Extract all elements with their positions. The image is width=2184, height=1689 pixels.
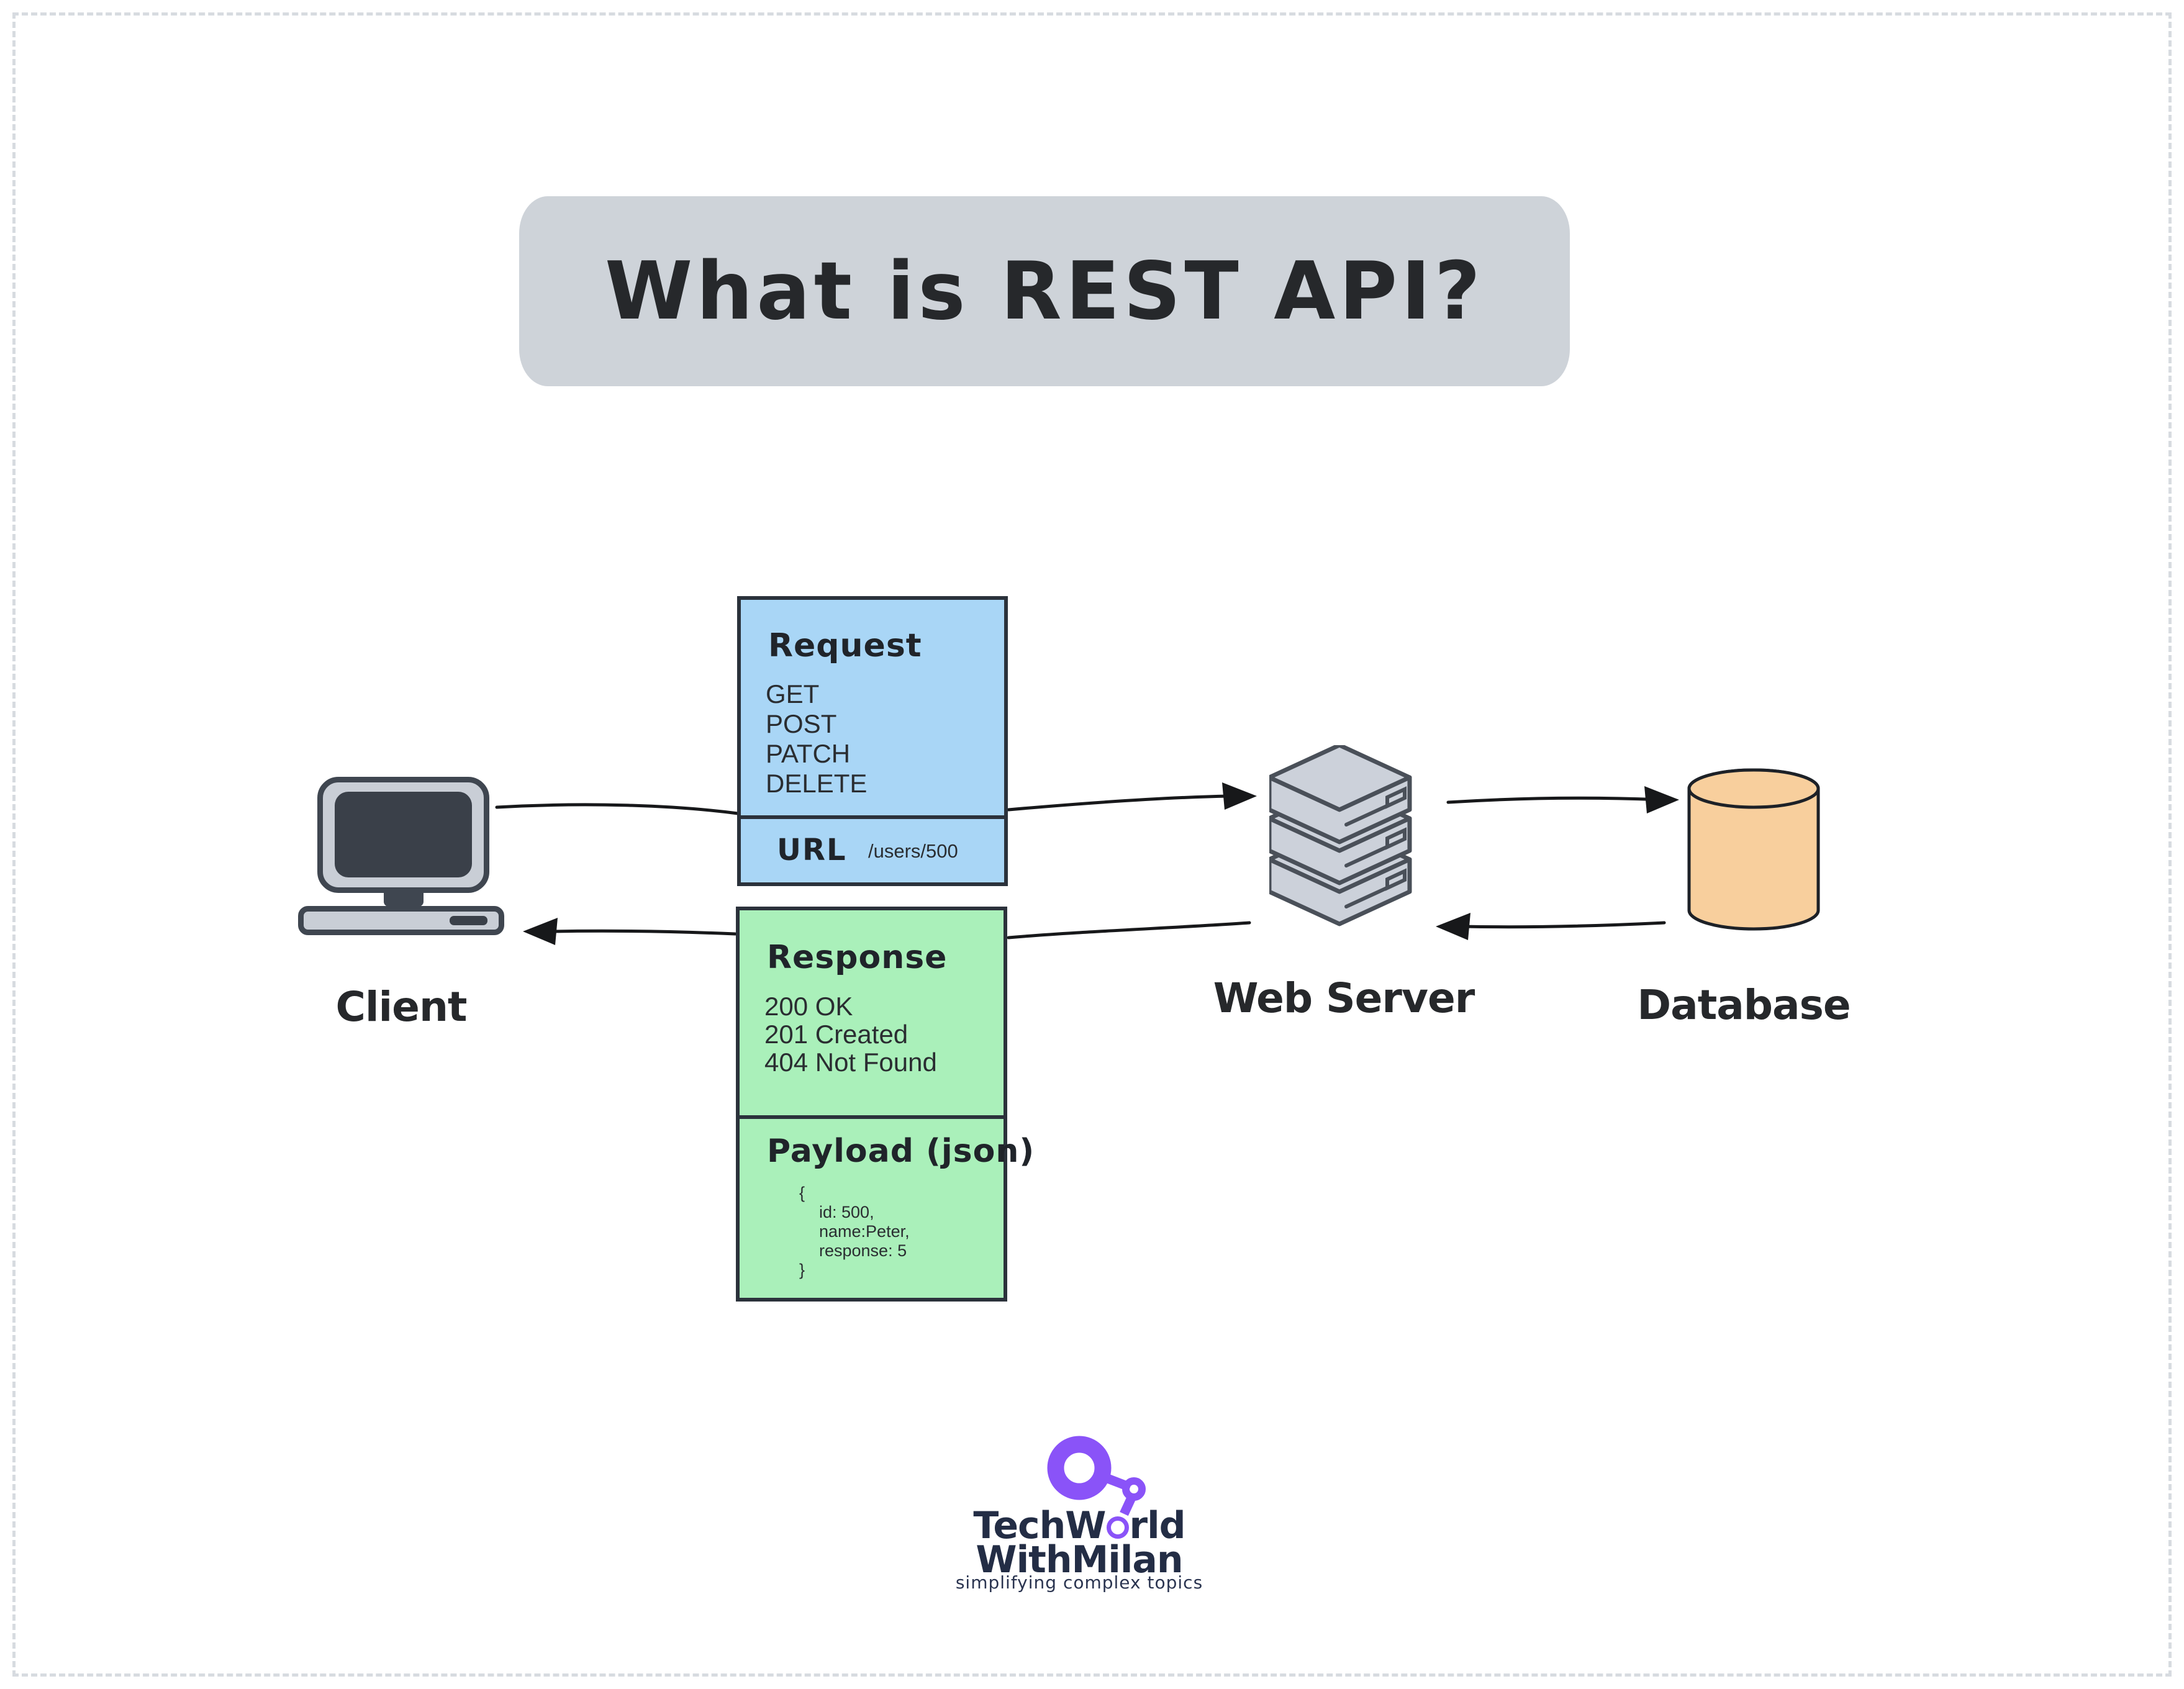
arrow-server-to-response xyxy=(1007,921,1251,940)
page-title: What is REST API? xyxy=(605,245,1484,338)
request-box-title: Request xyxy=(768,627,922,664)
status-code: 200 OK xyxy=(764,992,853,1021)
status-code: 201 Created xyxy=(764,1020,908,1049)
request-box: Request GET POST PATCH DELETE URL /users… xyxy=(737,596,1008,886)
arrowhead-into-client-icon xyxy=(523,918,558,945)
database-label: Database xyxy=(1637,980,1851,1029)
title-banner: What is REST API? xyxy=(519,196,1570,386)
arrow-response-to-client xyxy=(551,929,737,936)
client-label: Client xyxy=(335,982,468,1031)
response-box: Response 200 OK 201 Created 404 Not Foun… xyxy=(736,907,1034,1302)
http-method: PATCH xyxy=(766,739,851,768)
brand-molecule-icon xyxy=(1047,1436,1146,1516)
brand-tagline: simplifying complex topics xyxy=(955,1572,1203,1593)
arrow-request-to-server xyxy=(1007,794,1231,812)
brand-o-circle-icon xyxy=(1106,1516,1129,1539)
brand-name-part: TechW xyxy=(973,1504,1106,1547)
arrowhead-into-server-icon xyxy=(1222,782,1257,810)
json-line: { xyxy=(799,1184,805,1202)
client-monitor-stand-icon xyxy=(384,892,424,907)
brand-name-line2: WithMilan xyxy=(976,1538,1183,1582)
brand-name-line1: TechW rld xyxy=(893,1504,1266,1547)
http-method: POST xyxy=(766,709,837,738)
database-icon xyxy=(1687,768,1820,931)
web-server-icon xyxy=(1269,745,1412,926)
json-line: name:Peter, xyxy=(819,1222,910,1241)
web-server-label: Web Server xyxy=(1213,974,1475,1022)
arrow-client-to-request xyxy=(495,803,740,815)
payload-title: Payload (json) xyxy=(767,1133,1035,1170)
arrow-server-to-database xyxy=(1446,796,1664,804)
json-line: } xyxy=(799,1261,805,1279)
json-line: response: 5 xyxy=(819,1241,907,1260)
http-method-list: GET POST PATCH DELETE xyxy=(766,679,867,799)
payload-json: { id: 500, name:Peter, response: 5 } xyxy=(799,1184,910,1280)
client-screen-icon xyxy=(335,792,472,877)
url-row: URL /users/500 xyxy=(741,819,1004,886)
status-code: 404 Not Found xyxy=(764,1048,937,1077)
arrow-database-to-server xyxy=(1461,921,1666,929)
status-code-list: 200 OK 201 Created 404 Not Found xyxy=(764,992,937,1076)
http-method: GET xyxy=(766,679,820,709)
request-box-divider xyxy=(741,815,1004,819)
json-line: id: 500, xyxy=(819,1203,874,1221)
arrowhead-into-database-icon xyxy=(1644,786,1679,813)
http-method: DELETE xyxy=(766,769,868,798)
url-label: URL xyxy=(777,833,847,867)
response-box-divider xyxy=(740,1115,1004,1119)
response-box-title: Response xyxy=(767,939,948,976)
arrowhead-into-server-return-icon xyxy=(1436,913,1470,940)
brand-name-part: rld xyxy=(1129,1504,1186,1547)
client-disk-slot-icon xyxy=(450,916,487,925)
url-value: /users/500 xyxy=(868,840,958,862)
